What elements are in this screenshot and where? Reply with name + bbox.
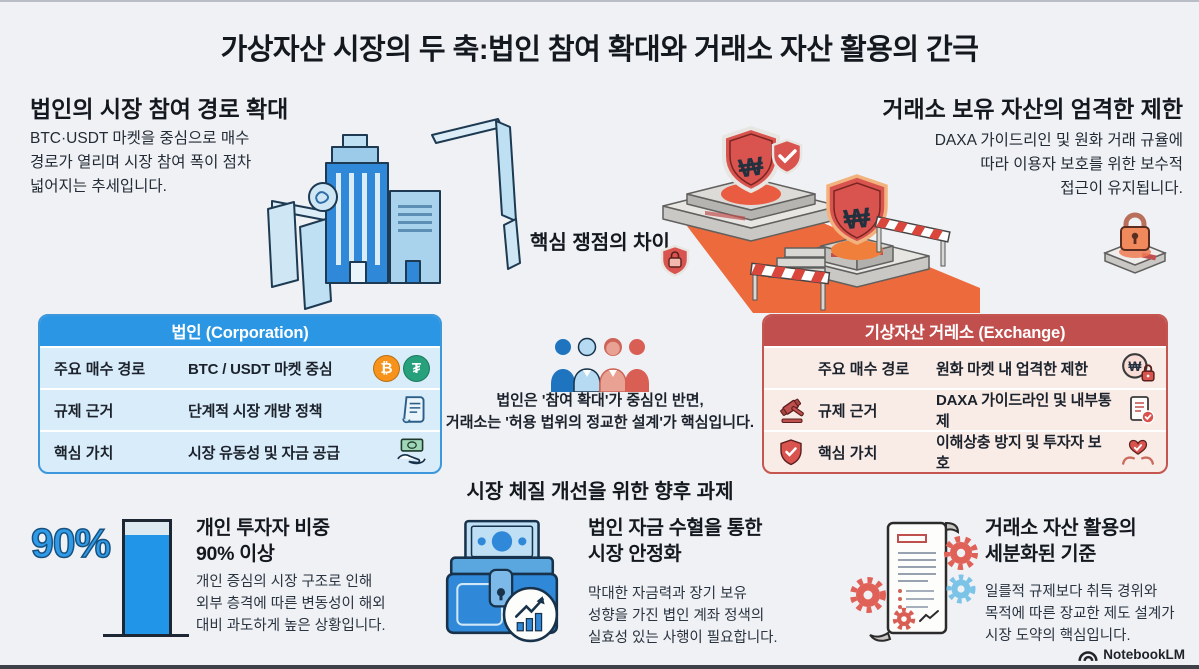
document-check-icon [1130, 396, 1155, 424]
gear-red-left [850, 577, 886, 613]
table-row: 규제 근거 단계적 시장 개방 정책 [40, 388, 440, 430]
tether-icon: ₮ [403, 354, 430, 382]
watermark-label: NotebookLM [1103, 647, 1185, 662]
exchange-section-heading: 거래소 보유 자산의 엄격한 제한 [882, 96, 1183, 122]
item2-body: 막대한 자금력과 장기 보유 성향을 가진 볍인 계좌 정색의 실효성 있는 사… [588, 586, 778, 646]
future-tasks-heading: 시장 체질 개선을 위한 향후 과제 [466, 481, 734, 503]
exchange-card-header: 기상자산 거레소 (Exchange) [764, 316, 1166, 346]
striped-barrier-1 [749, 262, 831, 311]
comparison-note: 법인은 '참여 확대'가 중심인 반면, 거래소는 '허용 법위의 정교한 설계… [445, 392, 755, 431]
watermark: NotebookLM [1078, 647, 1185, 662]
hand-money-icon [397, 438, 426, 465]
exchange-card: 기상자산 거레소 (Exchange) 주요 매수 경로 원화 마켓 내 업격한… [762, 314, 1168, 474]
red-glow [721, 183, 781, 205]
people-group-icon [551, 337, 649, 392]
page-title: 가상자산 시장의 두 축:법인 참여 확대와 거래소 자산 활용의 간극 [220, 34, 979, 66]
scroll-icon [402, 396, 425, 424]
lock-shield [660, 244, 690, 277]
scroll-gears-icon [850, 521, 978, 642]
corporation-card: 법인 (Corporation) 주요 매수 경로 BTC / USDT 마켓 … [38, 314, 442, 474]
exchange-section-body: DAXA 가이드리인 및 원화 거래 규율에 따라 이용자 보호를 위한 보수적… [934, 132, 1183, 198]
bar-fill [125, 535, 169, 634]
row-value: 시장 유동성 및 자금 공급 [188, 444, 340, 462]
row-value: 원화 마켓 내 업격한 제한 [936, 360, 1088, 378]
row-label: 규제 근거 [54, 402, 114, 420]
row-value: BTC / USDT 마켓 중심 [188, 360, 333, 378]
row-value: 단계적 시장 개방 정책 [188, 402, 323, 420]
money-box-icon [445, 519, 559, 643]
table-row: 규제 근거 DAXA 가이드라인 및 내부통제 [764, 388, 1166, 430]
check-shield [771, 138, 803, 175]
table-row: 핵심 가치 이해상충 방지 및 투자자 보호 [764, 430, 1166, 472]
padlock-platform-icon [1102, 212, 1168, 274]
item3-heading: 거래소 자산 활용의 세분화된 기준 [985, 517, 1137, 565]
won-shield-1: ₩ [722, 125, 780, 194]
orange-glow [831, 240, 883, 260]
item1-heading: 개인 투자자 비중 90% 이상 [196, 517, 330, 565]
buildings-gates-illustration [267, 118, 521, 310]
svg-text:₩: ₩ [842, 202, 872, 236]
notebooklm-logo-icon [1078, 650, 1098, 661]
won-shield-2: ₩ [826, 174, 888, 245]
bar-chart-icon [122, 519, 172, 637]
row-value: 이해상충 방지 및 투자자 보호 [936, 434, 1102, 472]
item1-body: 개인 증심의 시장 구조로 인해 외부 층격에 따른 변동성이 해외 대비 과도… [196, 574, 386, 634]
bitcoin-icon: ₿ [373, 354, 400, 382]
table-row: 주요 매수 경로 BTC / USDT 마켓 중심 ₿ ₮ [40, 346, 440, 388]
stat-90-percent: 90% [30, 519, 112, 567]
row-label: 주요 매수 경로 [818, 360, 910, 378]
gear-red-top [944, 536, 978, 570]
corporation-section-body: BTC·USDT 마켓을 중심으로 매수 경로가 열리며 시장 참여 폭이 점차… [30, 130, 252, 196]
gavel-icon [780, 398, 804, 424]
corporation-card-header: 법인 (Corporation) [40, 316, 440, 346]
svg-text:₩: ₩ [737, 150, 766, 183]
core-issue-label: 핵심 쟁점의 차이 [530, 232, 670, 254]
row-label: 핵심 가치 [54, 444, 114, 462]
table-row: 핵심 가치 시장 유동성 및 자금 공급 [40, 430, 440, 472]
row-label: 핵심 가치 [818, 444, 878, 462]
shield-check-icon [780, 439, 802, 466]
item3-body: 일를적 규제보다 취득 경위와 목적에 따른 장교한 제도 설계가 시장 도약의… [985, 584, 1175, 644]
gear-red-small [892, 607, 916, 631]
bottom-edge-bar [0, 665, 1199, 669]
won-lock-icon: ₩ [1122, 353, 1155, 382]
top-edge-bar [0, 0, 1199, 2]
row-label: 규제 근거 [818, 402, 878, 420]
row-value: DAXA 가이드라인 및 내부통제 [936, 392, 1112, 430]
item2-heading: 법인 자금 수혈을 통한 시장 안정화 [588, 517, 763, 565]
hands-heart-icon [1122, 439, 1154, 465]
svg-text:₩: ₩ [1128, 359, 1141, 374]
bar-baseline [103, 634, 189, 637]
gear-blue [946, 574, 976, 604]
table-row: 주요 매수 경로 원화 마켓 내 업격한 제한 ₩ [764, 346, 1166, 388]
row-label: 주요 매수 경로 [54, 360, 146, 378]
shield-platforms-illustration: ₩ ₩ [660, 125, 980, 313]
corporation-section-heading: 법인의 시장 참여 경로 확대 [30, 96, 289, 122]
striped-barrier-2 [874, 215, 951, 267]
